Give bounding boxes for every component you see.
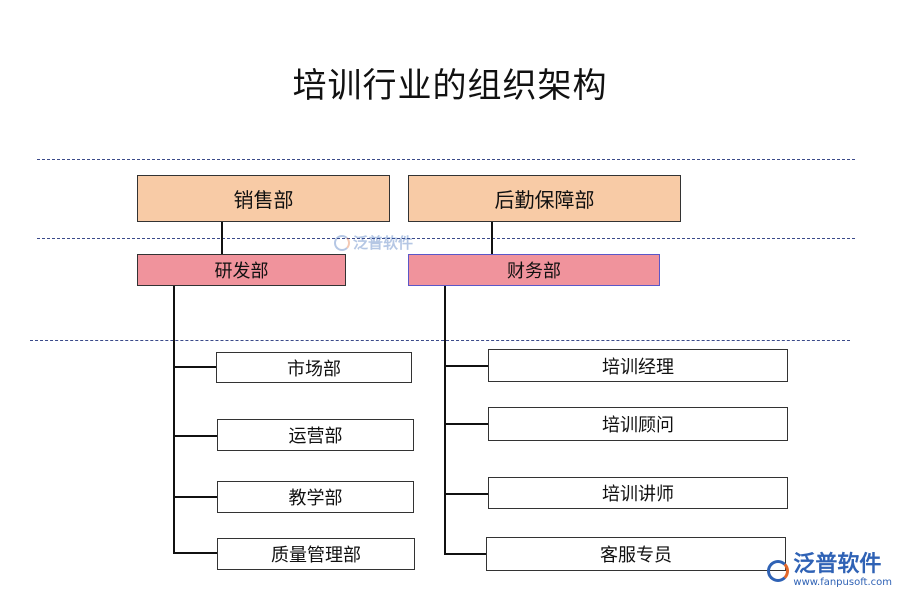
node-quality: 质量管理部 [217, 538, 415, 570]
trunk-left [173, 286, 175, 553]
node-operations: 运营部 [217, 419, 414, 451]
branch-left-3 [173, 496, 218, 498]
branch-left-1 [173, 366, 217, 368]
node-label: 研发部 [214, 261, 269, 282]
node-label: 培训讲师 [602, 484, 674, 505]
logo-url: www.fanpusoft.com [793, 577, 892, 588]
logo-icon [334, 234, 350, 251]
page-title: 培训行业的组织架构 [292, 66, 608, 106]
branch-left-2 [173, 435, 218, 437]
brand-logo: 泛普软件 www.fanpusoft.com [767, 554, 892, 588]
watermark-logo: 泛普软件 [334, 232, 413, 253]
divider-1 [37, 159, 855, 160]
divider-2 [37, 238, 855, 239]
node-label: 市场部 [287, 358, 341, 380]
node-label: 后勤保障部 [494, 188, 595, 212]
branch-right-4 [444, 553, 487, 555]
node-sales: 销售部 [137, 175, 390, 222]
node-finance: 财务部 [408, 254, 660, 286]
node-label: 销售部 [233, 188, 294, 212]
node-label: 教学部 [288, 488, 343, 509]
node-label: 运营部 [288, 426, 343, 447]
node-customer-service: 客服专员 [486, 537, 786, 571]
watermark-text: 泛普软件 [353, 234, 414, 252]
node-marketing: 市场部 [216, 352, 412, 383]
branch-left-4 [173, 552, 218, 554]
node-logistics: 后勤保障部 [408, 175, 681, 222]
connector-logistics-finance [491, 222, 493, 255]
branch-right-1 [444, 365, 488, 367]
node-trainer: 培训讲师 [488, 477, 788, 509]
trunk-right [444, 286, 446, 554]
branch-right-3 [444, 493, 488, 495]
divider-3 [30, 340, 850, 341]
logo-icon [767, 560, 790, 582]
node-label: 质量管理部 [271, 545, 361, 566]
node-teaching: 教学部 [217, 481, 414, 513]
node-training-consultant: 培训顾问 [488, 407, 788, 441]
node-rd: 研发部 [137, 254, 346, 286]
node-label: 财务部 [507, 261, 561, 282]
connector-sales-rd [221, 222, 223, 255]
node-training-manager: 培训经理 [488, 349, 788, 382]
branch-right-2 [444, 423, 488, 425]
node-label: 培训顾问 [602, 415, 674, 436]
logo-name: 泛普软件 [793, 552, 882, 577]
node-label: 培训经理 [602, 356, 674, 378]
node-label: 客服专员 [600, 545, 672, 566]
